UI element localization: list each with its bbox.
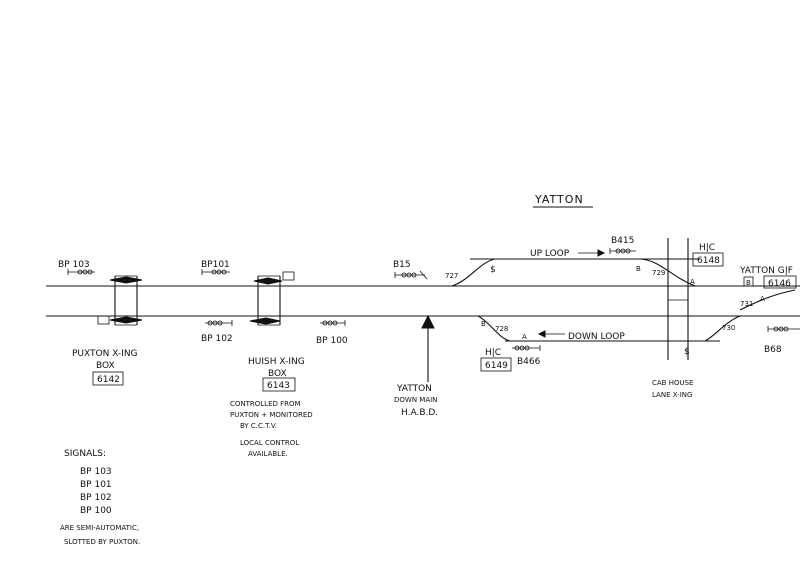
up-loop-arrowhead bbox=[597, 249, 606, 257]
svg-text:LOCAL CONTROL: LOCAL CONTROL bbox=[240, 439, 299, 447]
signal-b68-icon bbox=[767, 326, 800, 332]
signal-b15-icon bbox=[394, 270, 428, 280]
svg-text:BP 100: BP 100 bbox=[80, 506, 112, 516]
puxton-crossing bbox=[97, 275, 143, 326]
point-731: 731 bbox=[740, 300, 753, 308]
huish-box-number: 6143 bbox=[267, 381, 290, 391]
huish-box-name: HUISH X-ING bbox=[248, 357, 305, 367]
gf-number-frame bbox=[763, 275, 797, 289]
point-727: 727 bbox=[445, 272, 458, 280]
point-729: 729 bbox=[652, 269, 665, 277]
dollar-marker-down: $ bbox=[684, 347, 690, 357]
up-loop-label: UP LOOP bbox=[530, 249, 570, 259]
svg-text:DOWN MAIN: DOWN MAIN bbox=[394, 396, 437, 404]
signal-bp103-icon bbox=[67, 269, 95, 275]
puxton-box-name: PUXTON X-ING bbox=[72, 349, 138, 359]
hc-down-number: 6149 bbox=[485, 361, 508, 371]
svg-text:YATTON: YATTON bbox=[396, 384, 432, 394]
signal-bp102-icon bbox=[205, 320, 233, 326]
dollar-marker-up: $ bbox=[490, 265, 496, 275]
down-loop-label: DOWN LOOP bbox=[568, 332, 625, 342]
point-a-up-east: A bbox=[690, 278, 695, 286]
svg-text:SIGNALS:: SIGNALS: bbox=[64, 449, 106, 459]
signal-b415-label: B415 bbox=[611, 236, 634, 246]
svg-text:SLOTTED BY PUXTON.: SLOTTED BY PUXTON. bbox=[64, 538, 140, 546]
hc-up-number: 6148 bbox=[697, 256, 720, 266]
yatton-gf-label: YATTON G|F bbox=[739, 266, 793, 276]
signal-b466-icon bbox=[512, 345, 541, 351]
huish-crossing bbox=[249, 271, 295, 326]
signals-note: SIGNALS: BP 103 BP 101 BP 102 BP 100 ARE… bbox=[60, 449, 140, 546]
hc-up-label: H|C bbox=[699, 243, 715, 253]
habd-label: YATTON DOWN MAIN H.A.B.D. bbox=[394, 384, 438, 418]
svg-text:BP 102: BP 102 bbox=[80, 493, 112, 503]
point-a-east: A bbox=[760, 295, 765, 303]
svg-text:ARE SEMI-AUTOMATIC,: ARE SEMI-AUTOMATIC, bbox=[60, 524, 139, 532]
habd-arrowhead bbox=[421, 314, 435, 329]
east-crossover bbox=[739, 289, 796, 311]
station-title: YATTON bbox=[534, 193, 584, 206]
signal-b415-icon bbox=[609, 248, 636, 254]
point-b-down-west: B bbox=[481, 320, 486, 328]
point-728: 728 bbox=[495, 325, 508, 333]
gf-number: 6146 bbox=[768, 279, 791, 289]
signal-bp101-label: BP101 bbox=[201, 260, 230, 270]
puxton-box-number-frame bbox=[92, 371, 124, 386]
huish-box-type: BOX bbox=[268, 369, 287, 379]
svg-text:H.A.B.D.: H.A.B.D. bbox=[401, 408, 438, 418]
svg-text:BY C.C.T.V.: BY C.C.T.V. bbox=[240, 422, 277, 430]
puxton-box-number: 6142 bbox=[97, 375, 120, 385]
b-marker-frame bbox=[743, 276, 754, 287]
down-loop-arrowhead bbox=[537, 330, 546, 338]
svg-text:CONTROLLED FROM: CONTROLLED FROM bbox=[230, 400, 301, 408]
svg-text:CAB HOUSE: CAB HOUSE bbox=[652, 379, 693, 387]
crossing-label: CAB HOUSE LANE X-ING bbox=[652, 379, 693, 399]
hc-up-number-frame bbox=[692, 252, 724, 267]
svg-text:PUXTON + MONITORED: PUXTON + MONITORED bbox=[230, 411, 313, 419]
cab-house-lane-crossing bbox=[667, 238, 689, 360]
svg-text:LANE X-ING: LANE X-ING bbox=[652, 391, 692, 399]
huish-control-note: CONTROLLED FROM PUXTON + MONITORED BY C.… bbox=[230, 400, 313, 458]
hc-down-number-frame bbox=[480, 357, 512, 372]
huish-box-number-frame bbox=[262, 377, 296, 392]
up-loop-west-turnout bbox=[451, 258, 496, 287]
point-a-down-west: A bbox=[522, 333, 527, 341]
point-730: 730 bbox=[722, 324, 735, 332]
down-loop-east-turnout bbox=[704, 315, 741, 342]
hc-down-label: H|C bbox=[485, 348, 501, 358]
svg-text:BP 103: BP 103 bbox=[80, 467, 112, 477]
svg-text:AVAILABLE.: AVAILABLE. bbox=[248, 450, 288, 458]
signal-b68-label: B68 bbox=[764, 345, 782, 355]
signal-bp100-icon bbox=[320, 320, 346, 326]
signal-bp101-icon bbox=[201, 269, 230, 275]
down-loop-west-turnout bbox=[477, 315, 511, 342]
signal-bp102-label: BP 102 bbox=[201, 334, 233, 344]
signal-b15-label: B15 bbox=[393, 260, 411, 270]
puxton-box-type: BOX bbox=[96, 361, 115, 371]
signal-bp103-label: BP 103 bbox=[58, 260, 90, 270]
svg-text:BP 101: BP 101 bbox=[80, 480, 112, 490]
b-marker: B bbox=[746, 279, 751, 287]
signal-bp100-label: BP 100 bbox=[316, 336, 348, 346]
signal-b466-label: B466 bbox=[517, 357, 541, 367]
point-b-up-east: B bbox=[636, 265, 641, 273]
